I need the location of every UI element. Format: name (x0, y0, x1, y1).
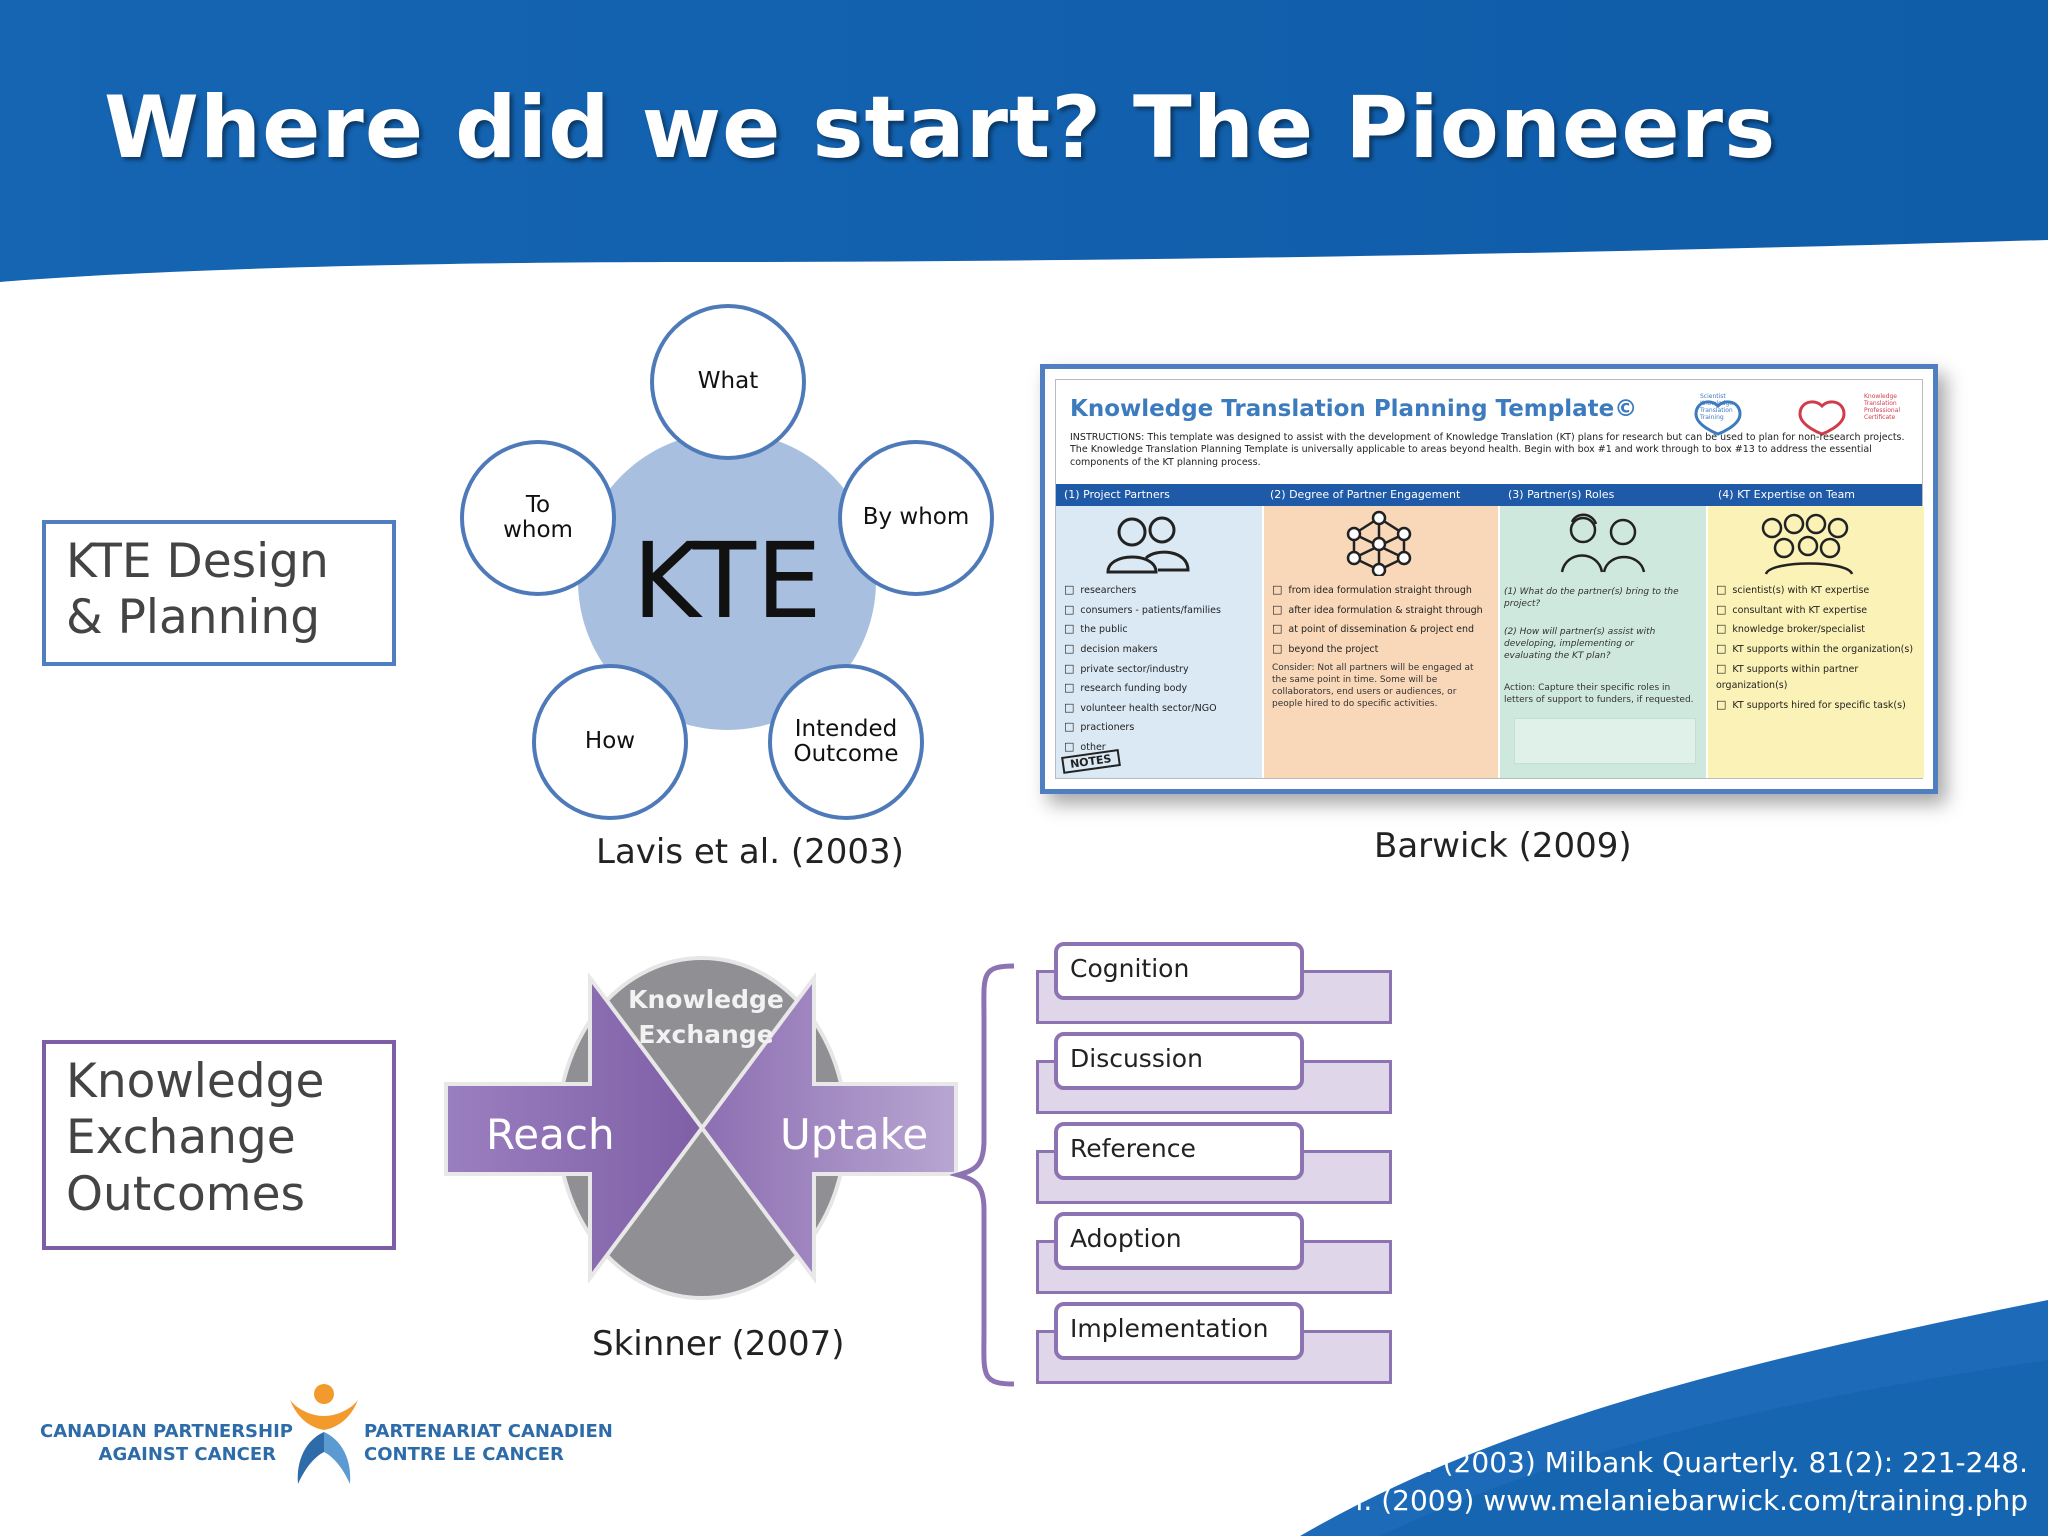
kte-center-label: KTE (632, 520, 822, 642)
kte-design-label: KTE Design & Planning (42, 520, 396, 666)
cpac-logo-icon (290, 1384, 358, 1484)
kt-col-4: scientist(s) with KT expertise consultan… (1708, 506, 1924, 778)
kt-logo-left-icon (1694, 400, 1742, 436)
kt-col3-q1: (1) What do the partner(s) bring to the … (1504, 587, 1679, 610)
kt-col4-item: KT supports hired for specific task(s) (1716, 695, 1924, 715)
knowledge-exchange-diagram (444, 956, 958, 1300)
brace-icon (950, 963, 1015, 1387)
footer-wave-light (1380, 1360, 2048, 1536)
kt-col-header-1: (1) Project Partners (1064, 488, 1170, 501)
kt-col1-item: practioners (1064, 717, 1221, 737)
kt-logo-right-icon (1798, 400, 1846, 436)
node-by-whom: By whom (838, 440, 994, 596)
node-how-label: How (584, 728, 636, 755)
node-by-whom-label: By whom (862, 504, 970, 531)
kt-col-header-2: (2) Degree of Partner Engagement (1270, 488, 1461, 501)
node-to-whom: To whom (460, 440, 616, 596)
kt-logo-right-text: Knowledge Translation Professional Certi… (1864, 393, 1901, 421)
logo-french: PARTENARIAT CANADIEN CONTRE LE CANCER (364, 1420, 613, 1467)
kt-col-header-3: (3) Partner(s) Roles (1508, 488, 1615, 501)
kt-col2-item: beyond the project (1272, 639, 1483, 659)
kt-col1-item: volunteer health sector/NGO (1064, 698, 1221, 718)
reach-arrow (444, 971, 705, 1285)
logo-en-line1: CANADIAN PARTNERSHIP (40, 1421, 293, 1442)
kt-col-header-4: (4) KT Expertise on Team (1718, 488, 1856, 501)
node-how: How (532, 664, 688, 820)
slide-title: Where did we start? The Pioneers (104, 78, 1777, 178)
header-band (0, 0, 2048, 282)
kt-logo-left-text: Scientist Knowledge Translation Training (1700, 393, 1733, 421)
node-intended-outcome-label: Intended Outcome (793, 715, 899, 767)
kt-col2-item: from idea formulation straight through (1272, 580, 1483, 600)
uptake-label: Uptake (780, 1110, 929, 1159)
skinner-caption: Skinner (2007) (592, 1324, 845, 1364)
team-icon (1761, 513, 1854, 575)
kt-col1-item: consumers - patients/families (1064, 600, 1221, 620)
knowledge-exchange-outcomes-label: Knowledge Exchange Outcomes (42, 1040, 396, 1250)
partners-icon (1106, 516, 1190, 574)
logo-english: CANADIAN PARTNERSHIP AGAINST CANCER (40, 1420, 293, 1467)
uptake-arrow (699, 971, 958, 1285)
node-what: What (650, 304, 806, 460)
kt-col2-note: Consider: Not all partners will be engag… (1272, 663, 1474, 710)
reach-label: Reach (486, 1110, 615, 1159)
references: Lavis, J.N. et al. (2003) Milbank Quarte… (1211, 1444, 2028, 1520)
lavis-caption: Lavis et al. (2003) (596, 832, 904, 872)
kt-col1-item: other (1064, 737, 1221, 757)
kt-column-header-bar: (1) Project Partners (2) Degree of Partn… (1056, 484, 1922, 506)
kt-col4-item: KT supports within the organization(s) (1716, 639, 1924, 659)
kt-col-2-list: from idea formulation straight through a… (1272, 580, 1483, 659)
kt-col3-action: Action: Capture their specific roles in … (1504, 683, 1694, 706)
kt-col-2: from idea formulation straight through a… (1264, 506, 1498, 778)
kt-col1-item: the public (1064, 619, 1221, 639)
kt-col4-item: consultant with KT expertise (1716, 600, 1924, 620)
kt-col-4-list: scientist(s) with KT expertise consultan… (1716, 580, 1924, 714)
reference-barwick: Barwick, M. (2009) www.melaniebarwick.co… (1211, 1483, 2028, 1517)
node-to-whom-label: To whom (503, 491, 573, 543)
kt-col-1-list: researchers consumers - patients/familie… (1064, 580, 1221, 757)
people-sketch-icon (1560, 513, 1646, 573)
kt-col2-item: at point of dissemination & project end (1272, 619, 1483, 639)
node-what-label: What (697, 368, 759, 395)
kt-col1-item: research funding body (1064, 678, 1221, 698)
kt-col3-input-area (1514, 718, 1696, 764)
kt-template-frame: Knowledge Translation Planning Template©… (1055, 379, 1924, 779)
stage-reference: Reference (1054, 1122, 1304, 1180)
kt-col1-item: private sector/industry (1064, 659, 1221, 679)
kt-col4-item: KT supports within partner organization(… (1716, 659, 1924, 695)
reference-lavis: Lavis, J.N. et al. (2003) Milbank Quarte… (1217, 1446, 2028, 1479)
logo-en-line2: AGAINST CANCER (98, 1444, 276, 1466)
kt-col2-item: after idea formulation & straight throug… (1272, 600, 1482, 620)
kt-template-instructions: INSTRUCTIONS: This template was designed… (1070, 432, 1905, 468)
kt-col-1: researchers consumers - patients/familie… (1056, 506, 1262, 778)
kt-col3-q2: (2) How will partner(s) assist with deve… (1504, 627, 1656, 662)
network-icon (1346, 510, 1412, 576)
kt-template-logos (1694, 400, 1846, 436)
kt-col4-item: scientist(s) with KT expertise (1716, 580, 1924, 600)
kt-col1-item: decision makers (1064, 639, 1221, 659)
barwick-caption: Barwick (2009) (1374, 826, 1632, 866)
kt-template-title: Knowledge Translation Planning Template© (1070, 396, 1638, 422)
knowledge-exchange-label: Knowledge Exchange (628, 985, 784, 1049)
kt-planning-template: Knowledge Translation Planning Template©… (1040, 364, 1938, 794)
kt-col-3: (1) What do the partner(s) bring to the … (1500, 506, 1706, 778)
kt-col4-item: knowledge broker/specialist (1716, 619, 1924, 639)
stage-cognition: Cognition (1054, 942, 1304, 1000)
stage-adoption: Adoption (1054, 1212, 1304, 1270)
node-intended-outcome: Intended Outcome (768, 664, 924, 820)
logo-fr-line1: PARTENARIAT CANADIEN (364, 1421, 613, 1442)
logo-fr-line2: CONTRE LE CANCER (364, 1444, 564, 1466)
stage-discussion: Discussion (1054, 1032, 1304, 1090)
kt-col1-item: researchers (1064, 580, 1221, 600)
stage-implementation: Implementation (1054, 1302, 1304, 1360)
